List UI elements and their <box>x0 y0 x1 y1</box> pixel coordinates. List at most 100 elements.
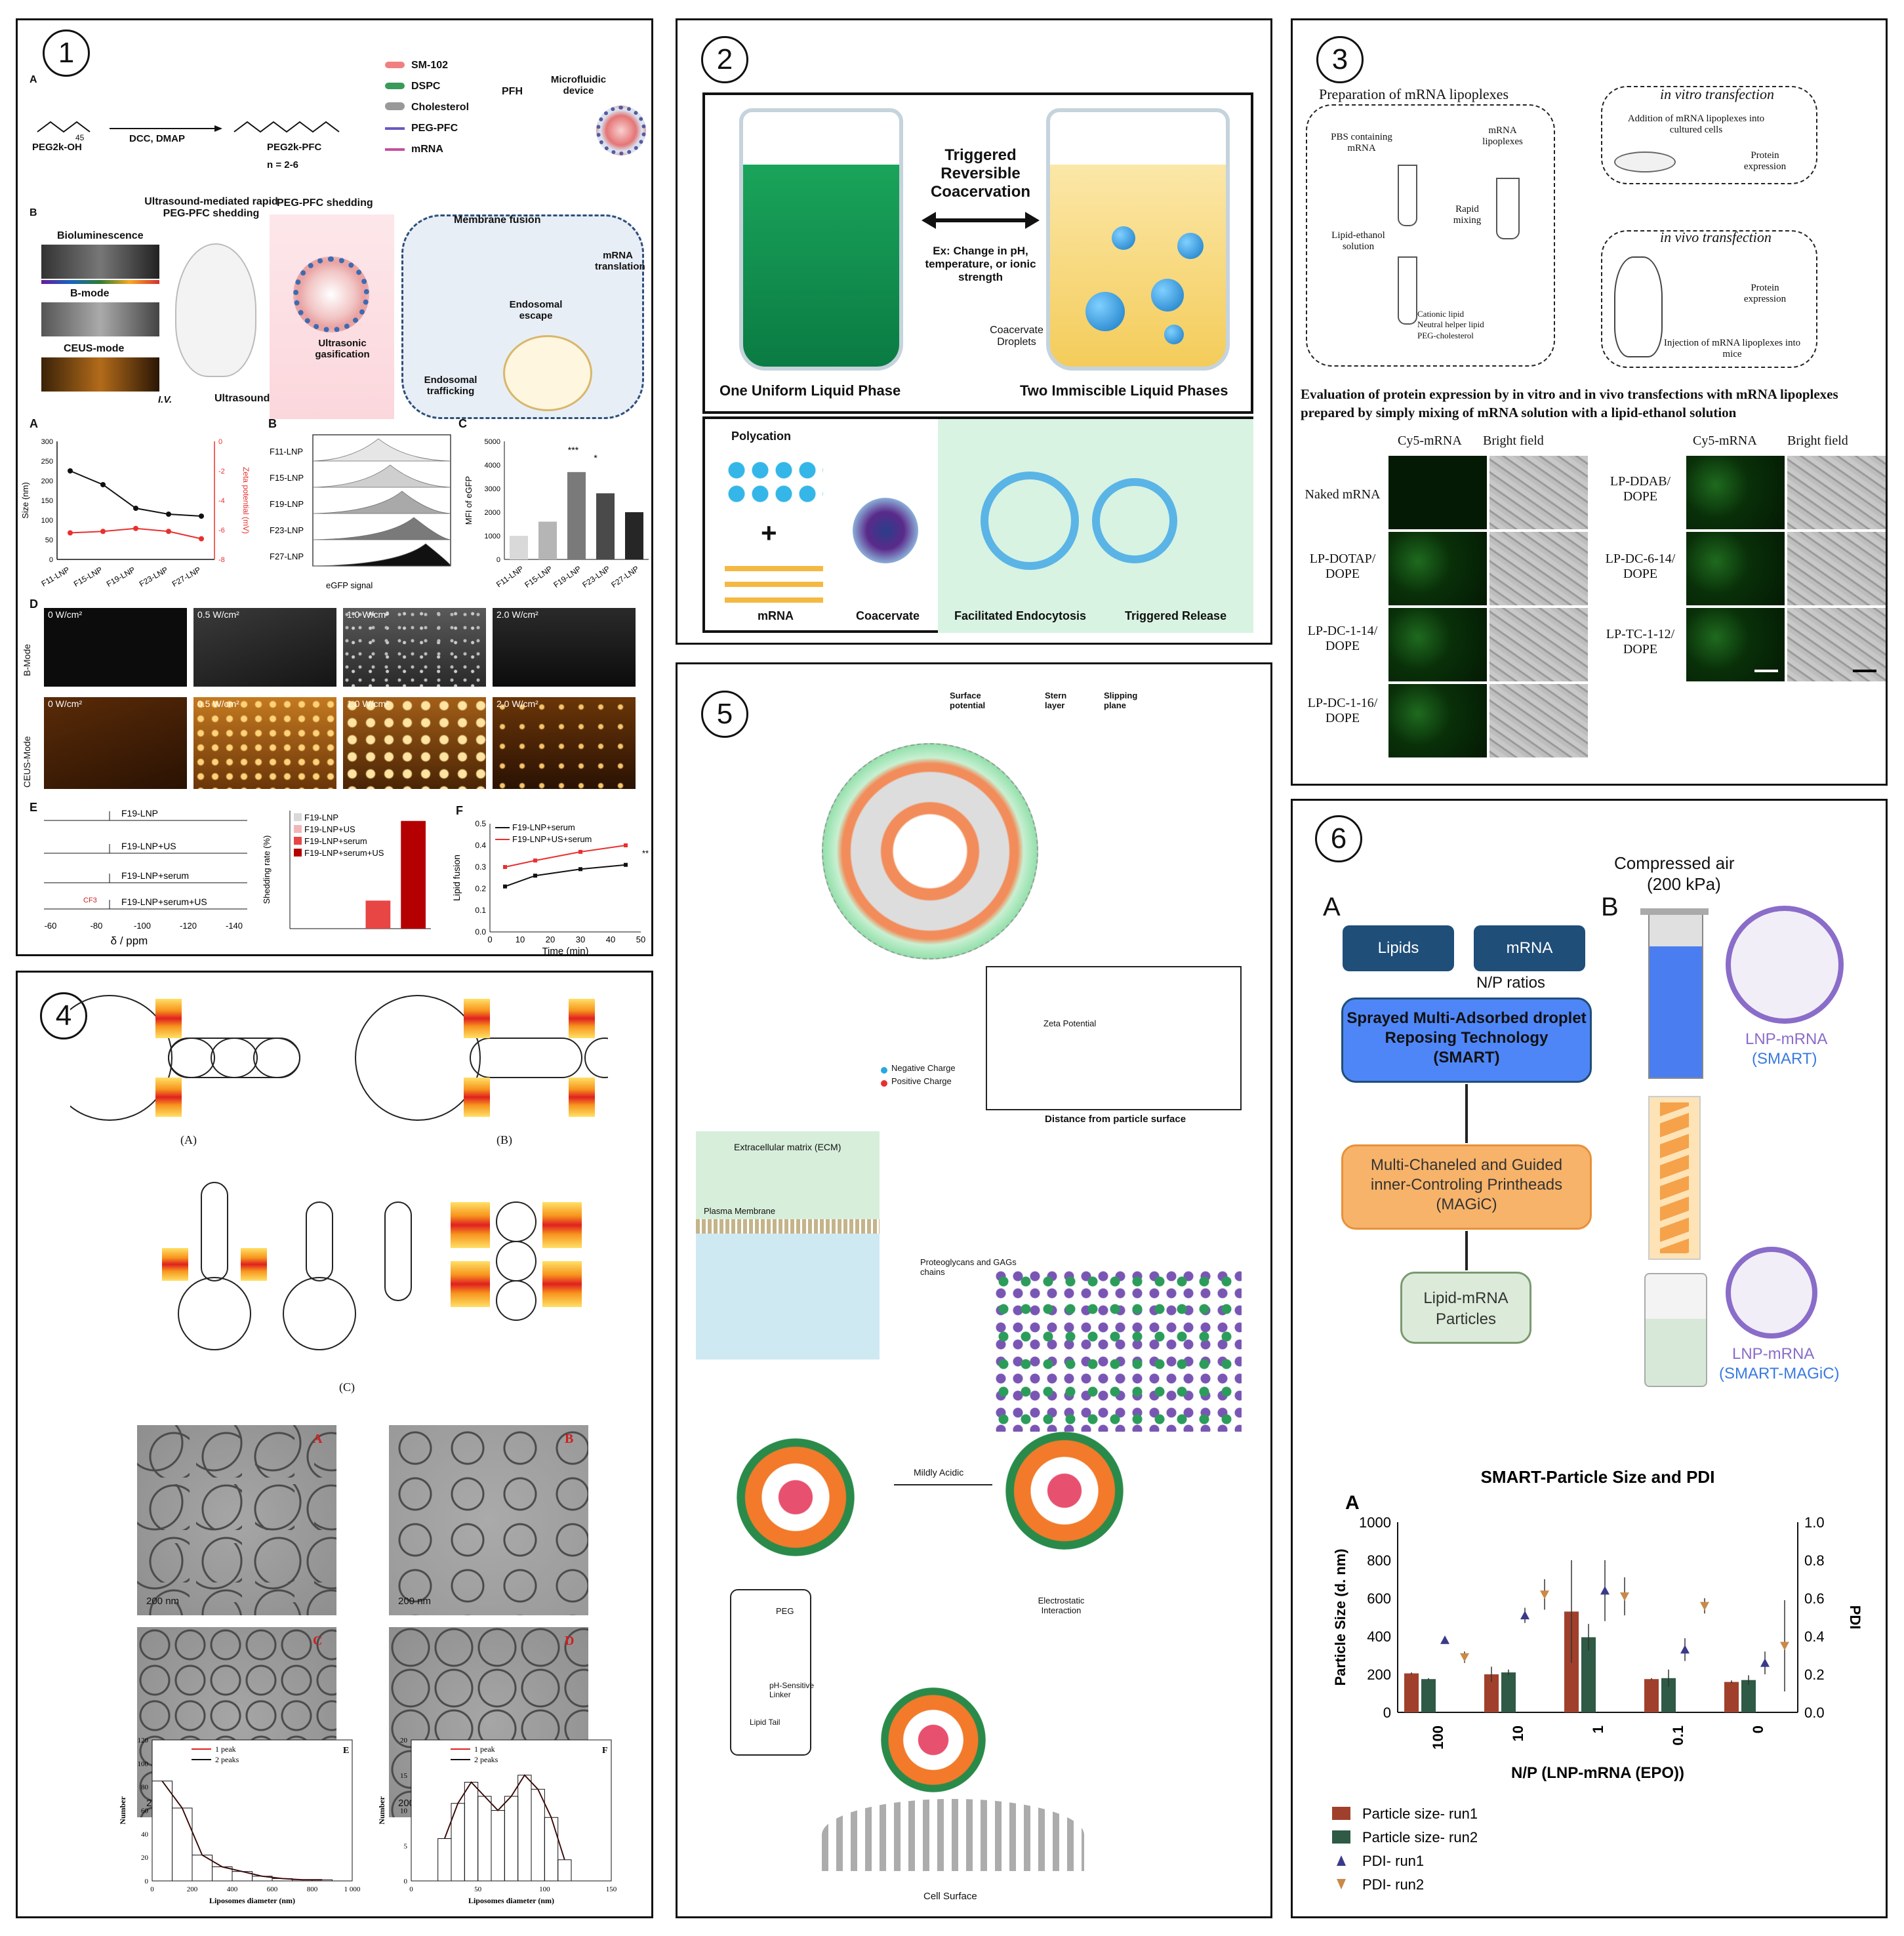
released-vesicle <box>1092 478 1177 563</box>
mfi-panel-label: C <box>458 417 467 430</box>
legend-label: 2 peaks <box>215 1755 239 1764</box>
cy5-dc114 <box>1388 608 1487 681</box>
size-bar <box>1484 1674 1499 1712</box>
shed-bar <box>401 820 426 929</box>
x-tick: 0.1 <box>1670 1725 1686 1746</box>
sig: ** <box>642 849 649 858</box>
y-label: Particle Size (d. nm) <box>1332 1548 1348 1685</box>
bf-dc114 <box>1489 608 1588 681</box>
hist-panel: E <box>343 1746 349 1756</box>
panel-6: 6 A B Compressed air (200 kPa) Lipids mR… <box>1291 799 1888 1918</box>
flow-histogram <box>312 543 451 567</box>
y-tick: 200 <box>1367 1666 1391 1683</box>
microfluidic-label: Microfluidic device <box>550 74 607 96</box>
y-tick: 4000 <box>485 462 500 470</box>
fusion-point <box>624 843 628 847</box>
legend-label: F19-LNP+serum <box>512 822 575 832</box>
x-tick: F23-LNP <box>138 565 170 588</box>
bioluminescence-image <box>41 245 159 279</box>
legend-swatch <box>1332 1830 1350 1844</box>
sch-label-a: (A) <box>180 1133 197 1146</box>
y-tick: 0 <box>404 1878 408 1886</box>
x-tick: F27-LNP <box>609 564 640 590</box>
lipoplexes-label: mRNA lipoplexes <box>1482 125 1523 147</box>
fusion-point <box>578 867 582 872</box>
mode-bioluminescence: Bioluminescence <box>57 230 144 241</box>
y-tick: 0.1 <box>475 906 486 915</box>
x-tick: 0 <box>487 935 492 944</box>
flow-label: F11-LNP <box>270 447 303 456</box>
reagent-label: DCC, DMAP <box>129 133 185 144</box>
gag-chain <box>992 1268 1242 1432</box>
rapid-label: Rapid mixing <box>1453 204 1482 226</box>
lnp-particle-icon <box>596 106 646 155</box>
int-2-b: 1.0 W/cm² <box>347 698 389 709</box>
x-tick: 20 <box>546 935 555 944</box>
pdi-marker <box>1780 1642 1789 1651</box>
x-tick: 600 <box>267 1886 278 1893</box>
y-tick: 250 <box>41 458 53 466</box>
x-tick: 100 <box>539 1886 550 1893</box>
component-dspc: DSPC <box>385 81 483 102</box>
bmode-row-label: B-Mode <box>22 643 32 676</box>
x-label: Liposomes diameter (nm) <box>468 1896 554 1905</box>
x-tick: 0 <box>409 1886 413 1893</box>
arrow-head-left <box>922 212 936 229</box>
np-label: N/P ratios <box>1476 974 1545 992</box>
magic-box: Multi-Chaneled and Guided inner-Controli… <box>1341 1144 1592 1230</box>
int-1-b: 0.5 W/cm² <box>197 698 239 709</box>
legend-swatch <box>294 825 302 833</box>
droplet-4 <box>1177 233 1204 259</box>
mfi-bar <box>538 521 557 559</box>
lipids-text: Lipids <box>1377 939 1419 957</box>
eval-caption: Evaluation of protein expression by in v… <box>1301 386 1838 421</box>
y-tick: 40 <box>141 1830 149 1838</box>
legend-swatch <box>294 813 302 821</box>
sig-2: * <box>594 453 598 463</box>
mouse-icon <box>175 243 256 377</box>
panel-number-1: 1 <box>43 30 90 77</box>
shedding-rate-chart: Shedding rate (%)F19-LNPF19-LNP+USF19-LN… <box>262 811 431 929</box>
smart-line-1: Sprayed Multi-Adsorbed droplet <box>1347 1009 1587 1027</box>
legend-label: PDI- run2 <box>1362 1876 1424 1893</box>
lipid-list: Cationic lipid Neutral helper lipid PEG-… <box>1417 309 1484 340</box>
legend-label: PDI- run1 <box>1362 1853 1424 1869</box>
y-tick: 100 <box>41 517 53 525</box>
mrna-label: mRNA <box>758 609 794 622</box>
triggered-title: Triggered Reversible Coacervation <box>930 146 1031 201</box>
legend-swatch <box>1337 1879 1346 1889</box>
invivo-dashed-box <box>1601 230 1817 368</box>
tail-label: Lipid Tail <box>750 1718 780 1727</box>
x-label: Time (min) <box>542 946 588 956</box>
coacervation-box: Triggered Reversible Coacervation Ex: Ch… <box>702 92 1253 414</box>
scale-b: 200 nm <box>398 1596 432 1607</box>
legend-swatch <box>1332 1807 1350 1820</box>
pdi-marker <box>1680 1645 1690 1654</box>
zeta-point <box>68 530 73 536</box>
lnp-peg-1 <box>737 1438 855 1556</box>
x-tick: 400 <box>227 1886 238 1893</box>
size-bar <box>1581 1637 1596 1712</box>
ceus-image <box>41 357 159 392</box>
mrna-translation-label: mRNA translation <box>595 250 645 272</box>
y-tick: 0.5 <box>475 819 486 828</box>
lnp2-label: LNP-mRNA <box>1732 1345 1815 1363</box>
sch-label-c: (C) <box>339 1381 355 1394</box>
cy5-ddab <box>1686 456 1785 529</box>
droplet-3 <box>1085 292 1125 331</box>
example-text: Ex: Change in pH, temperature, or ionic … <box>925 245 1036 283</box>
magic-line-3: (MAGiC) <box>1436 1196 1497 1213</box>
bf-dc614 <box>1787 532 1886 605</box>
neg-dot <box>881 1067 887 1074</box>
ceus-10 <box>343 697 486 789</box>
x-tick: 100 <box>1430 1725 1446 1750</box>
n45-label: 45 <box>75 133 85 142</box>
mfi-bar <box>596 493 615 559</box>
x-tick: 200 <box>187 1886 198 1893</box>
row-left-3: LP-DC-1-16/ DOPE <box>1307 696 1378 725</box>
y-tick: 3000 <box>485 485 500 493</box>
cryo-label-d: D <box>565 1634 575 1648</box>
ultrasound-label: Ultrasound <box>214 393 270 404</box>
nmr-xtick: -140 <box>226 921 243 931</box>
